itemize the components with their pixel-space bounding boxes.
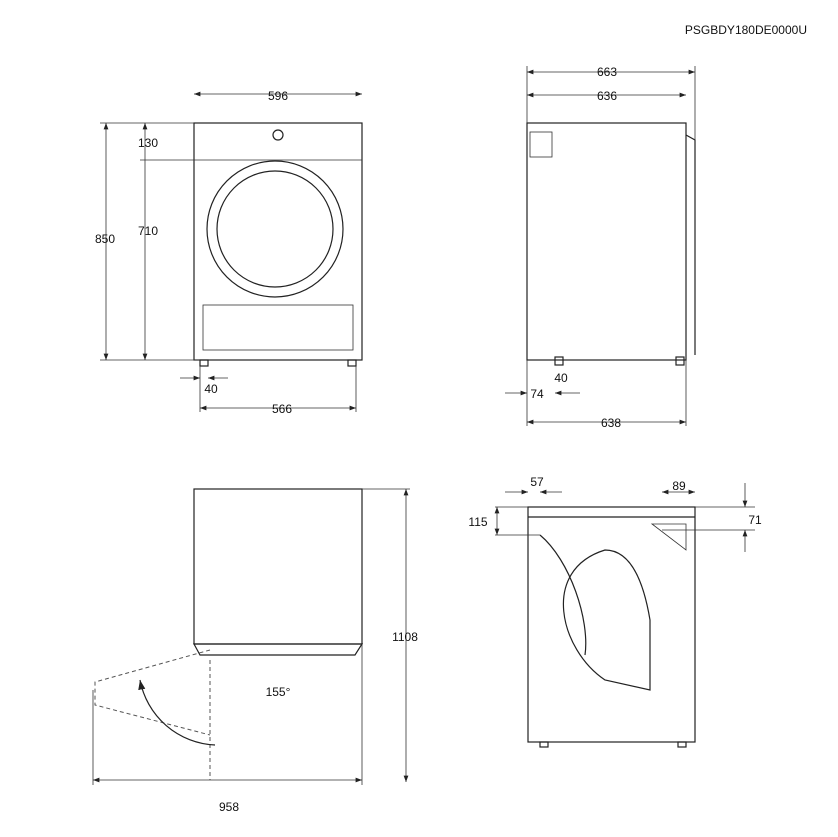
rear-view <box>494 483 755 748</box>
outlet-offset-label: 89 <box>672 479 686 493</box>
front-view <box>100 91 363 412</box>
side-rear-offset-label: 74 <box>530 387 544 401</box>
front-top-height-label: 130 <box>138 136 158 150</box>
side-depth-body-label: 636 <box>597 89 617 103</box>
door-angle-label: 155° <box>266 685 291 699</box>
hose-offset-label: 57 <box>530 475 544 489</box>
front-foot-span-label: 566 <box>272 402 292 416</box>
side-depth-total-label: 663 <box>597 65 617 79</box>
side-foot-offset-label: 40 <box>554 371 568 385</box>
model-code: PSGBDY180DE0000U <box>685 23 807 37</box>
width-door-open-label: 958 <box>219 800 239 814</box>
front-foot-offset-label: 40 <box>204 382 218 396</box>
hose-height-label: 115 <box>468 515 487 529</box>
door-open-view <box>92 488 410 785</box>
outlet-height-label: 71 <box>748 513 762 527</box>
side-view <box>505 66 696 426</box>
front-total-height-label: 850 <box>95 232 115 246</box>
side-depth-base-label: 638 <box>601 416 621 430</box>
height-with-door-label: 1108 <box>392 630 418 644</box>
front-door-height-label: 710 <box>138 224 158 238</box>
front-width-label: 596 <box>268 89 288 103</box>
